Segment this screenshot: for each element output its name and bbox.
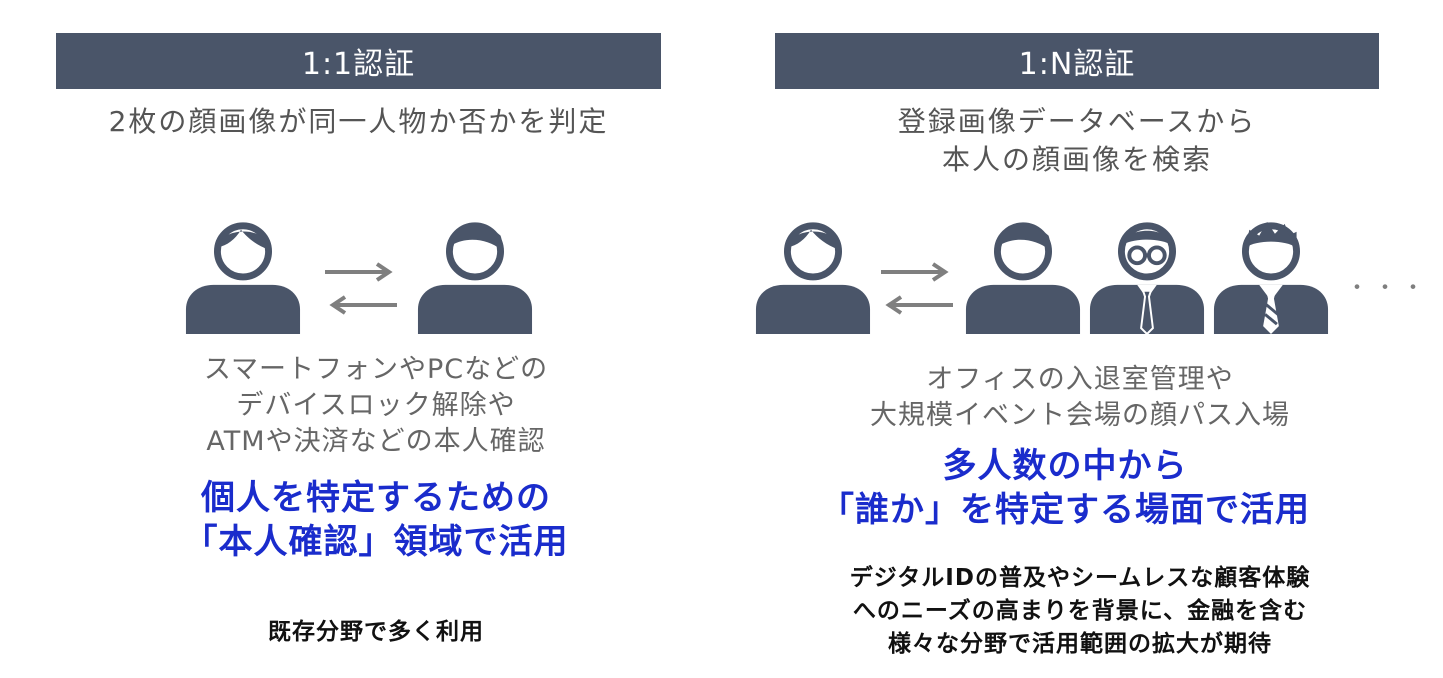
header-1to1-label: 1:1認証 (301, 47, 416, 82)
subtitle-1to1: 2枚の顔画像が同一人物か否かを判定 (108, 105, 609, 138)
person-icon (184, 216, 302, 334)
person-icon (416, 216, 534, 334)
highlight-1to1-line: 「本人確認」領域で活用 (183, 522, 569, 562)
person-icon (964, 216, 1082, 334)
ellipsis: ・・・ (1346, 276, 1431, 301)
usecase-1toN-line: オフィスの入退室管理や (926, 364, 1234, 395)
highlight-1toN: 多人数の中から 「誰か」を特定する場面で活用 (745, 444, 1385, 532)
arrow-right-icon (325, 262, 395, 282)
subtitle-1toN-line: 登録画像データベースから (897, 105, 1257, 138)
usecase-1toN-line: 大規模イベント会場の顔パス入場 (870, 400, 1290, 431)
person-tie-icon (1212, 216, 1330, 334)
header-1to1: 1:1認証 (56, 33, 661, 89)
highlight-1toN-line: 「誰か」を特定する場面で活用 (820, 490, 1310, 530)
note-1toN-line: デジタルIDの普及やシームレスな顧客体験 (849, 565, 1311, 591)
usecase-1to1-line: デバイスロック解除や (236, 390, 516, 421)
highlight-1to1-line: 個人を特定するための (201, 478, 551, 518)
header-1toN: 1:N認証 (775, 33, 1379, 89)
highlight-1to1: 個人を特定するための 「本人確認」領域で活用 (56, 476, 696, 564)
header-1toN-label: 1:N認証 (1018, 47, 1136, 82)
arrow-left-icon (883, 295, 953, 315)
person-icon (754, 216, 872, 334)
subtitle-1toN-line: 本人の顔画像を検索 (941, 143, 1212, 176)
usecase-1toN: オフィスの入退室管理や 大規模イベント会場の顔パス入場 (760, 362, 1400, 434)
note-1toN: デジタルIDの普及やシームレスな顧客体験 へのニーズの高まりを背景に、金融を含む… (760, 562, 1400, 661)
usecase-1to1-line: ATMや決済などの本人確認 (206, 426, 546, 457)
highlight-1toN-line: 多人数の中から (942, 446, 1188, 486)
note-1toN-line: へのニーズの高まりを背景に、金融を含む (852, 598, 1308, 624)
person-glasses-tie-icon (1088, 216, 1206, 334)
note-1to1: 既存分野で多く利用 (268, 619, 484, 645)
arrow-left-icon (327, 295, 397, 315)
usecase-1to1-line: スマートフォンやPCなどの (203, 354, 549, 385)
arrow-right-icon (881, 262, 951, 282)
subtitle-1toN: 登録画像データベースから 本人の顔画像を検索 (775, 103, 1379, 179)
usecase-1to1: スマートフォンやPCなどの デバイスロック解除や ATMや決済などの本人確認 (56, 352, 696, 460)
note-1toN-line: 様々な分野で活用範囲の拡大が期待 (888, 631, 1272, 657)
